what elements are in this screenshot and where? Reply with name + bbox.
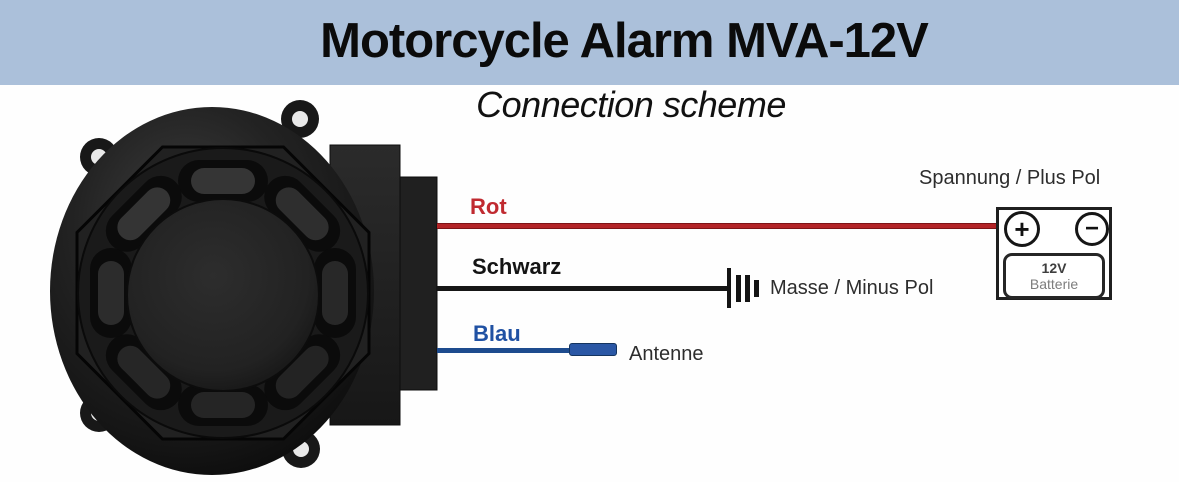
battery-voltage-label: 12V <box>1041 259 1067 276</box>
minus-terminal-icon: − <box>1075 212 1109 246</box>
battery-symbol: + − 12V Batterie <box>996 207 1112 300</box>
blue-wire <box>437 348 573 353</box>
battery-label-box: 12V Batterie <box>1003 253 1105 299</box>
subtitle: Connection scheme <box>476 84 786 125</box>
plus-terminal-icon: + <box>1004 211 1040 247</box>
siren-center-disc <box>126 198 320 392</box>
blue-wire-label: Blau <box>473 321 521 346</box>
minus-pol-annotation: Masse / Minus Pol <box>770 277 934 299</box>
header-bar <box>0 0 1179 85</box>
battery-name-label: Batterie <box>1029 276 1079 292</box>
antenna-annotation: Antenne <box>629 343 704 365</box>
speaker-slots <box>90 160 356 426</box>
page-title: Motorcycle Alarm MVA-12V <box>320 14 929 68</box>
red-wire <box>437 223 997 229</box>
plus-pol-annotation: Spannung / Plus Pol <box>919 167 1101 189</box>
antenna-icon <box>569 343 617 356</box>
alarm-siren-image <box>50 100 438 475</box>
red-wire-label: Rot <box>470 194 507 219</box>
black-wire <box>437 286 728 291</box>
ground-icon <box>727 268 761 308</box>
black-wire-label: Schwarz <box>472 254 562 279</box>
